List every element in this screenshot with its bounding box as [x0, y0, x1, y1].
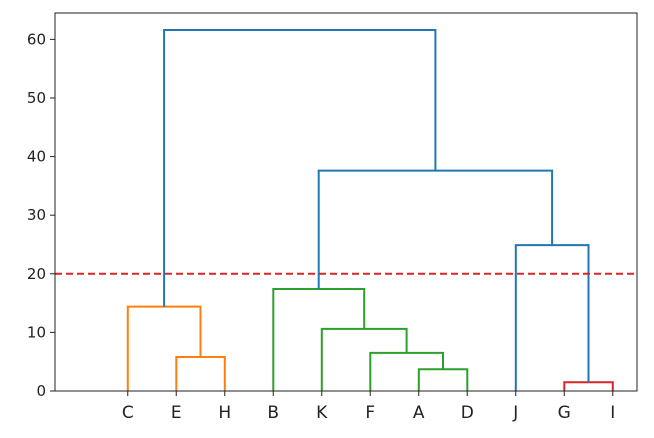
leaf-label: K — [316, 403, 328, 423]
y-tick-label: 20 — [27, 265, 46, 283]
dendrogram-link-2 — [126, 305, 202, 391]
dendrogram-links — [126, 29, 614, 391]
dendrogram-link-9 — [317, 169, 554, 289]
y-tick-label: 50 — [27, 89, 46, 107]
y-tick-label: 60 — [27, 30, 46, 48]
dendrogram-link-7 — [563, 381, 614, 391]
leaf-label: F — [365, 403, 375, 423]
dendrogram-link-6 — [272, 288, 366, 391]
dendrogram-link-3 — [417, 368, 469, 391]
y-axis: 0 10 20 30 40 50 60 — [27, 30, 55, 400]
leaf-label: I — [610, 403, 615, 423]
dendrogram-link-8 — [514, 244, 590, 391]
dendrogram-link-5 — [320, 327, 408, 391]
y-tick-label: 0 — [36, 382, 46, 400]
leaf-label: A — [413, 403, 425, 423]
leaf-label: G — [558, 403, 571, 423]
y-tick-label: 30 — [27, 206, 46, 224]
dendrogram-link-1 — [175, 356, 226, 391]
leaf-label: D — [461, 403, 474, 423]
y-tick-label: 10 — [27, 323, 46, 341]
dendrogram-link-10 — [163, 29, 437, 307]
plot-frame — [54, 12, 638, 392]
dendrogram-link-4 — [369, 351, 444, 391]
leaf-label: H — [218, 403, 231, 423]
leaf-label: E — [171, 403, 182, 423]
leaf-label: J — [512, 403, 518, 423]
y-tick-label: 40 — [27, 148, 46, 166]
leaf-label: B — [267, 403, 279, 423]
leaf-label: C — [122, 403, 134, 423]
